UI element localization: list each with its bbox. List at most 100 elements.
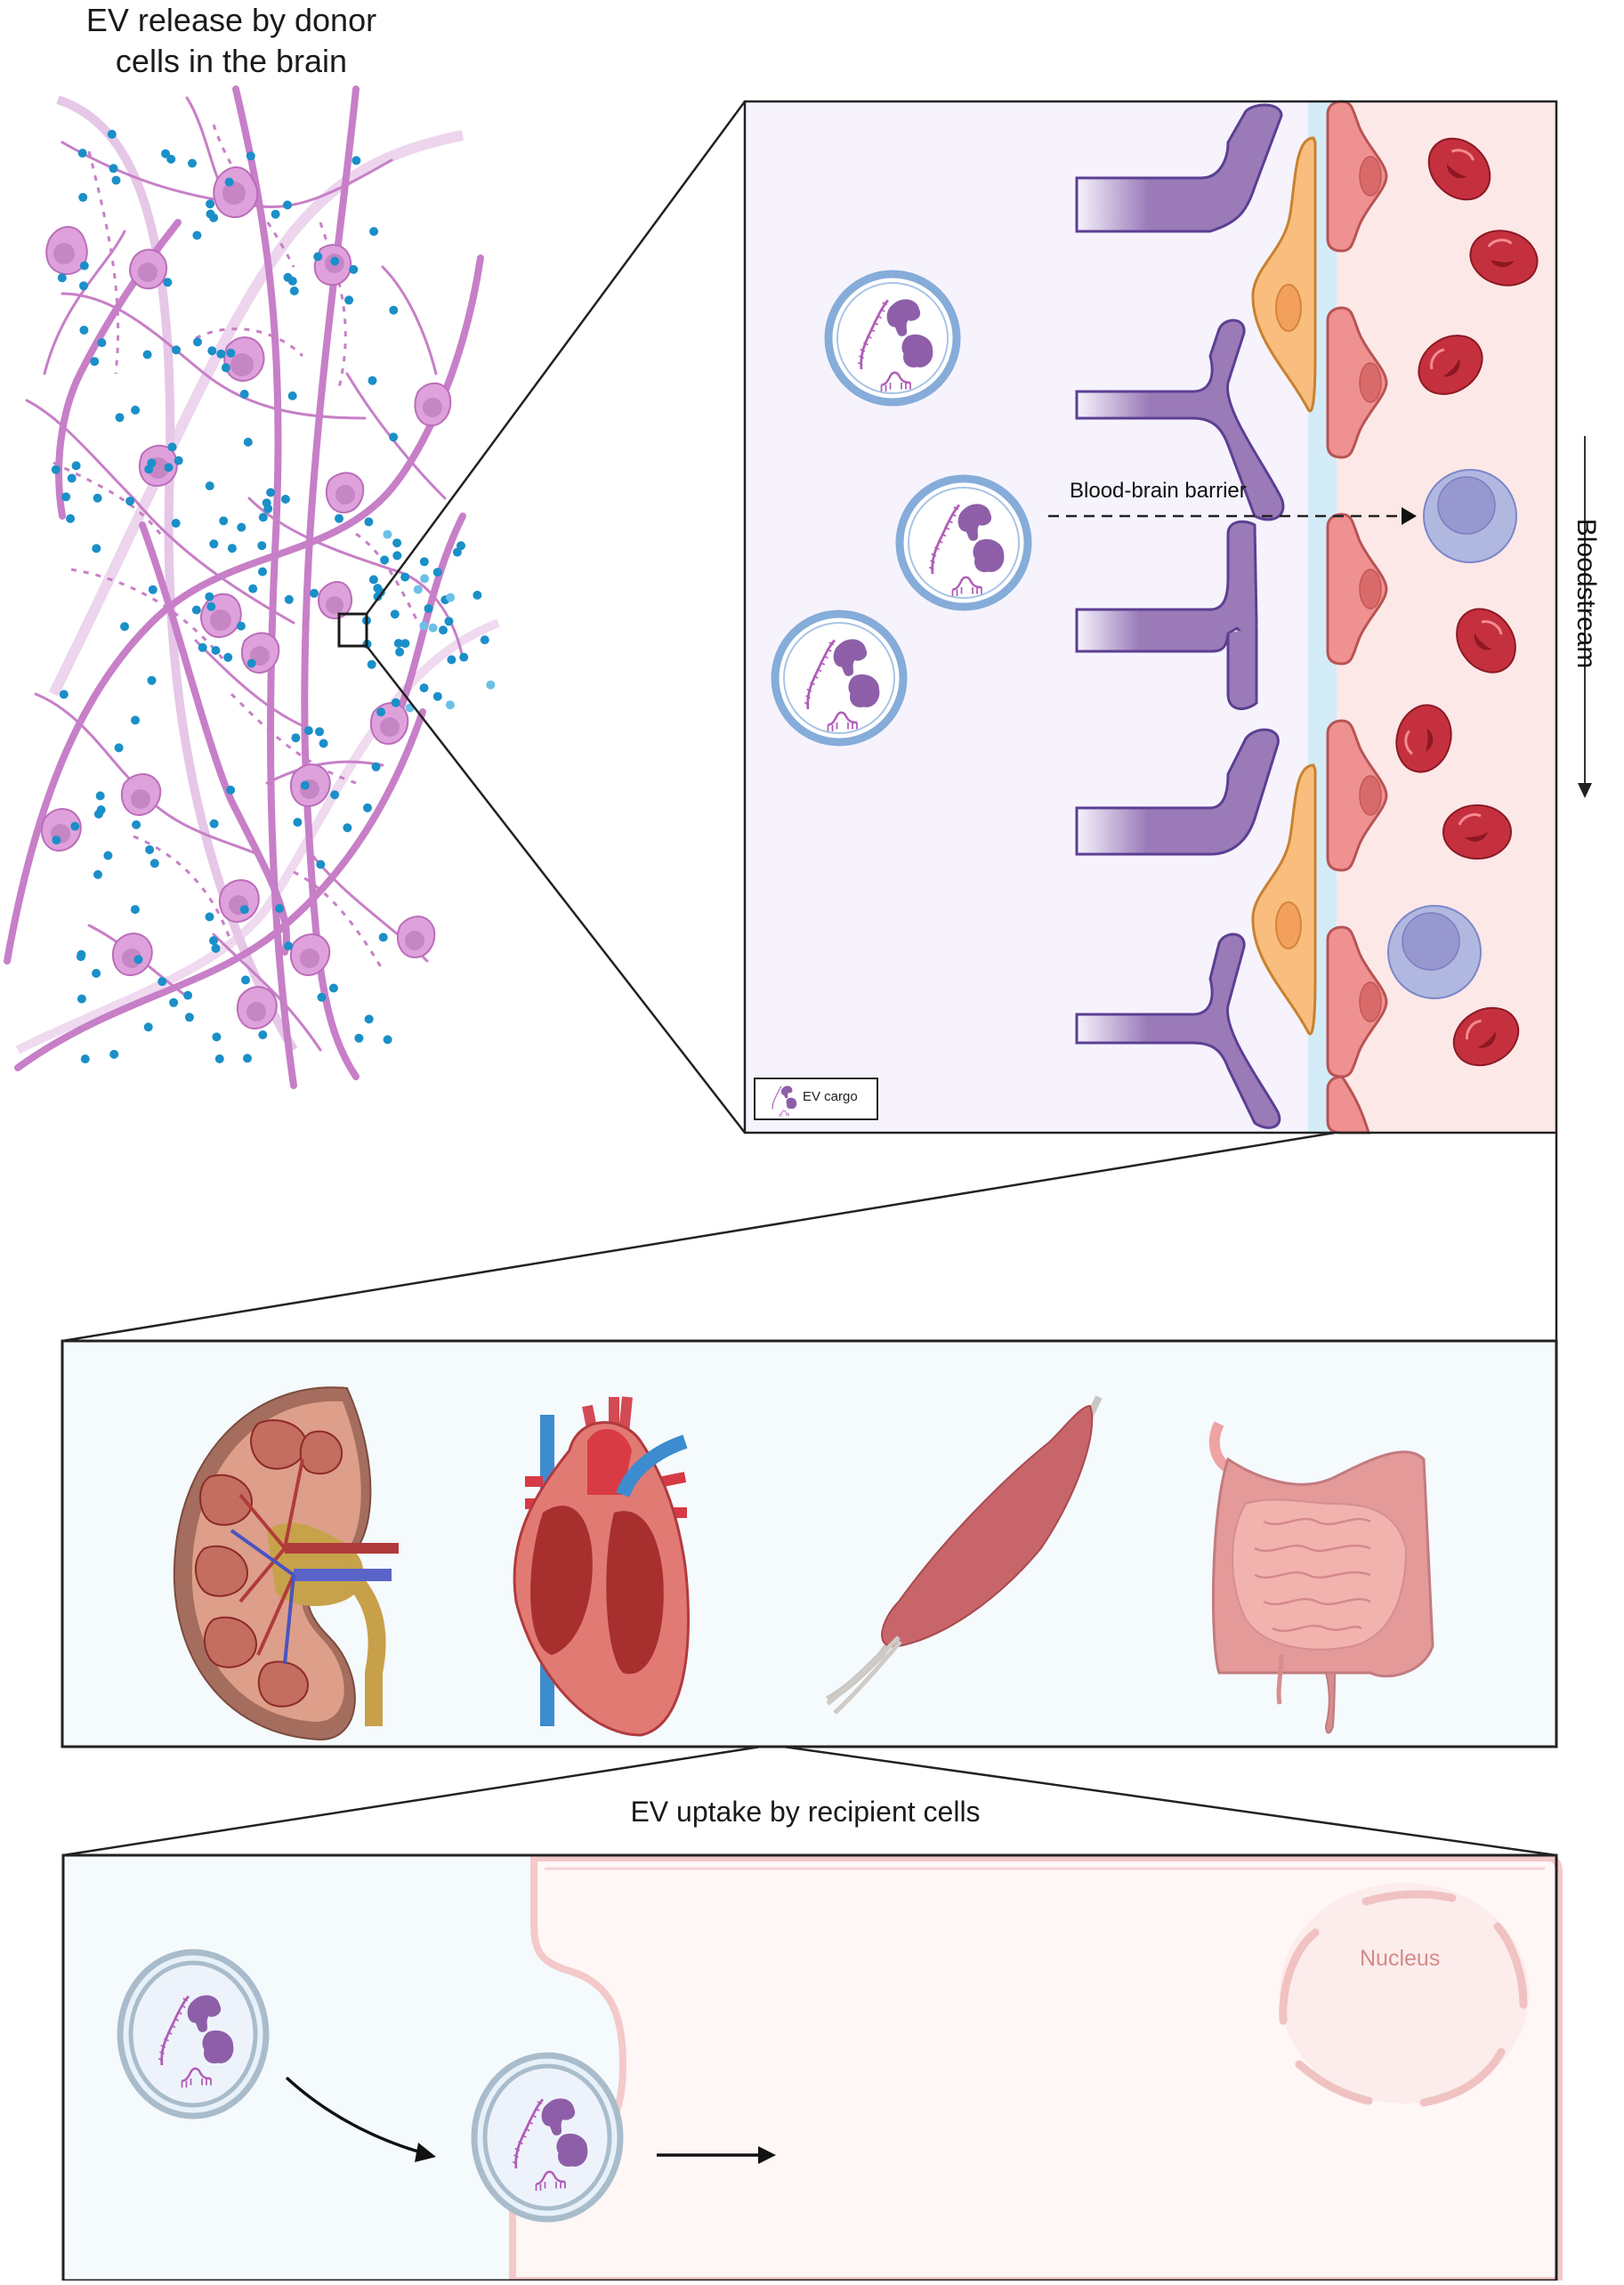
ev-particle-released (419, 683, 429, 693)
ev-particle (236, 621, 246, 631)
ev-particle-released (419, 621, 429, 631)
ev-particles (51, 129, 496, 1064)
ev-particle-released (420, 574, 430, 584)
ev-particle (211, 943, 221, 953)
ev-particle-released (400, 639, 410, 649)
ev-particle-released (424, 603, 433, 613)
ev-particle (120, 622, 129, 632)
ev-particle-released (392, 551, 402, 561)
ev-particle (147, 675, 157, 685)
ev-particle (90, 357, 100, 367)
ev-particle (258, 1030, 268, 1039)
ev-particle (371, 762, 381, 771)
ev-particle (378, 933, 388, 942)
legend-ev-cargo-label: EV cargo (803, 1089, 858, 1104)
ev-particle (96, 805, 106, 815)
ev-particle (171, 519, 181, 528)
ev-particle (205, 592, 214, 602)
ev-particle (258, 567, 267, 577)
ev-particle (148, 585, 158, 594)
ev-particle (284, 941, 294, 951)
ev-particle (369, 227, 379, 237)
ev-particle-released (473, 590, 482, 600)
ev-particle (147, 458, 157, 468)
ev-particle (145, 845, 155, 854)
ev-particle (131, 715, 140, 725)
ev-particle-released (446, 593, 456, 602)
ev-particle (61, 492, 71, 502)
ev-particle (224, 177, 234, 187)
ev-particle (167, 442, 177, 452)
ev-particle (354, 1033, 364, 1043)
brain-title-line-1: EV release by donor (85, 2, 377, 38)
ev-particle-released (444, 617, 454, 626)
ev-particle-released (368, 575, 378, 585)
ev-particle (280, 495, 290, 504)
ev-particle (284, 594, 294, 604)
ev-particle (343, 823, 352, 833)
ev-particle (328, 983, 338, 993)
ev-particle (52, 836, 61, 845)
ev-particle (79, 326, 89, 335)
ev-particle (172, 345, 181, 355)
ev-particle (71, 461, 81, 471)
ev-particle (212, 1032, 222, 1042)
ev-particle (364, 1014, 374, 1024)
ev-particle (258, 513, 268, 522)
ev-particle (111, 175, 121, 185)
ev-particle (383, 1035, 392, 1045)
ev-particle-released (480, 635, 489, 645)
ev-particle-released (445, 700, 455, 710)
ev-particle (158, 977, 167, 987)
ev-particle (275, 904, 285, 913)
ev-particle (125, 497, 135, 506)
ev-particle (243, 437, 253, 447)
heart-icon (513, 1396, 690, 1737)
ev-particle (109, 1049, 119, 1059)
ev-particle (92, 544, 101, 553)
ev-particle-released (392, 538, 402, 548)
white-blood-cells (1387, 469, 1517, 999)
ev-particle (243, 1054, 252, 1063)
ev-particle (79, 261, 89, 270)
ev-particle (241, 975, 250, 985)
ev-particle (95, 791, 105, 801)
ev-particle (395, 647, 405, 657)
ev-particle-released (383, 529, 392, 539)
ev-particle (51, 464, 61, 474)
ev-particle (142, 350, 152, 359)
ev-particle (291, 733, 301, 743)
ev-particle (198, 642, 207, 652)
ev-particle (161, 149, 170, 158)
ev-particle (188, 158, 197, 168)
ev-particle (192, 230, 202, 240)
ev-particle-released (439, 626, 448, 635)
uptake-panel (61, 1853, 1563, 2284)
ev-particle (109, 164, 118, 174)
ev-particle (344, 295, 354, 305)
ev-particle (283, 272, 293, 282)
bbb-panel (743, 100, 1592, 1134)
ev-particle (368, 375, 377, 385)
ev-particle (70, 821, 80, 831)
ev-particle-released (400, 572, 410, 582)
ev-particle (246, 151, 255, 161)
uptake-arrow-curved (285, 2076, 419, 2153)
ev-particle (219, 516, 229, 526)
ev-particle (262, 498, 271, 508)
ev-particle (313, 252, 323, 262)
ev-particle (239, 905, 249, 915)
ev-particle (166, 154, 176, 164)
ev-particle (367, 659, 376, 669)
ev-particle (207, 346, 217, 356)
ev-particle-released (456, 541, 465, 551)
ev-particle-released (452, 547, 462, 557)
ev-particle (390, 610, 400, 619)
ev-particle (164, 463, 174, 472)
ev-particle (391, 698, 400, 707)
ev-particle (163, 278, 173, 287)
ev-particle (193, 337, 202, 347)
ev-particle (131, 405, 141, 415)
ev-particle (389, 432, 399, 442)
